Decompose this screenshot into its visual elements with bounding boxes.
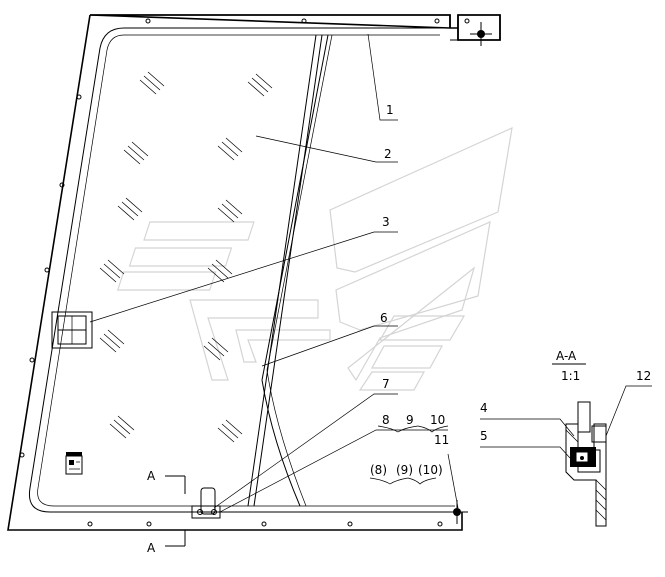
- callout-12: 12: [636, 369, 651, 383]
- glass-hatch: [99, 71, 273, 443]
- section-cut-markers: [165, 475, 186, 547]
- hinge: [51, 311, 93, 349]
- leader-lines: [89, 33, 652, 513]
- callout-7: 7: [382, 377, 390, 391]
- callout-8: 8: [382, 413, 390, 427]
- callout-4: 4: [480, 401, 488, 415]
- slide-rails: [247, 34, 333, 507]
- label-plate: [65, 452, 83, 475]
- callout-9-paren: (9): [396, 463, 413, 477]
- callout-labels: 1 2 3 6 7 8 9 10 11 (8) (9) (10) 4 5 12 …: [147, 103, 651, 555]
- callout-3: 3: [382, 215, 390, 229]
- callout-10: 10: [430, 413, 445, 427]
- section-marker-bottom: A: [147, 541, 156, 555]
- section-scale: 1:1: [561, 369, 580, 383]
- callout-1: 1: [386, 103, 394, 117]
- latch: [191, 487, 221, 519]
- callout-9: 9: [406, 413, 414, 427]
- door-frame: [7, 14, 501, 531]
- callout-2: 2: [384, 147, 392, 161]
- callout-11: 11: [434, 433, 449, 447]
- callout-8-paren: (8): [370, 463, 387, 477]
- watermark-logo: [116, 126, 513, 391]
- fastener-markers: [446, 22, 492, 524]
- callout-6: 6: [380, 311, 388, 325]
- frame-holes: [19, 18, 470, 527]
- section-view: [552, 363, 607, 527]
- callout-5: 5: [480, 429, 488, 443]
- callout-braces: [369, 425, 449, 485]
- section-title: A-A: [556, 349, 577, 363]
- callout-10-paren: (10): [418, 463, 443, 477]
- section-marker-top: A: [147, 469, 156, 483]
